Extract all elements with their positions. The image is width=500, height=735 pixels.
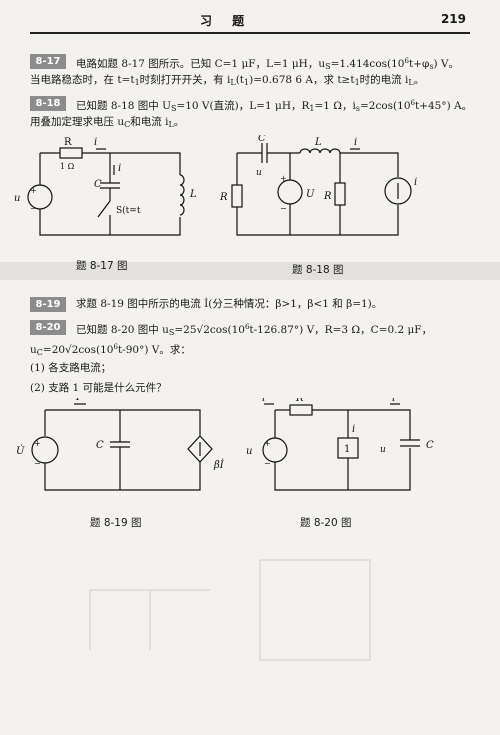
svg-text:L: L (314, 137, 322, 148)
svg-text:L: L (189, 189, 197, 200)
svg-text:u: u (256, 168, 262, 178)
figure-8-19-circuit (31, 403, 213, 491)
svg-text:R: R (219, 192, 228, 203)
svg-text:+: + (30, 186, 37, 195)
svg-text:u: u (380, 445, 386, 455)
dependent-current-source-8-19 (187, 435, 213, 463)
figure-8-17-and-8-18: R 1 Ω i i C L u + − S(t=t C u L i R U R … (14, 135, 417, 236)
svg-text:u: u (14, 193, 20, 204)
svg-text:S(t=t: S(t=t (116, 205, 141, 216)
svg-text:C: C (426, 440, 434, 451)
svg-text:C: C (258, 135, 266, 144)
problem-8-20-question-1: (1) 各支路电流； (30, 362, 112, 374)
svg-text:i: i (392, 398, 395, 404)
problem-number-8-20: 8-20 (30, 320, 66, 335)
figure-8-19-and-8-20: İ U̇ + − C βİ i R i 1 i u + − u C (16, 398, 434, 491)
svg-text:U: U (306, 189, 315, 200)
figure-8-17-circuit (27, 143, 412, 236)
scan-shadow-band (0, 262, 500, 280)
svg-text:U̇: U̇ (16, 445, 25, 457)
svg-text:i: i (352, 424, 355, 435)
figure-8-20-circuit (262, 403, 420, 491)
svg-text:C: C (94, 179, 102, 190)
svg-text:i: i (118, 163, 121, 174)
svg-text:R: R (295, 398, 304, 404)
problem-number-8-18: 8-18 (30, 96, 66, 111)
svg-text:i: i (354, 137, 357, 148)
figure-8-18-caption: 题 8-18 图 (292, 264, 344, 276)
svg-text:−: − (34, 459, 41, 468)
problem-8-17-line-2: 当电路稳态时，在 t=t1时刻打开开关，有 iL(t1)=0.678 6 A，求… (30, 74, 425, 87)
svg-text:−: − (264, 459, 271, 468)
resistor-R1-8-18 (334, 182, 346, 206)
problem-8-18-line-2: 用叠加定理求电压 uC和电流 iL。 (30, 116, 185, 129)
current-source-is-8-18 (384, 177, 412, 205)
figure-8-17-caption: 题 8-17 图 (76, 260, 128, 272)
problem-8-20-line-2: uC=20√2cos(106t-90°) V。求： (30, 343, 191, 357)
resistor-R-8-17 (59, 147, 83, 159)
problem-8-17-line-1: 电路如题 8-17 图所示。已知 C=1 μF，L=1 μH，uS=1.414c… (76, 57, 459, 71)
svg-text:1 Ω: 1 Ω (60, 162, 75, 171)
resistor-R-8-20 (289, 404, 313, 416)
header-rule (30, 10, 470, 34)
page-number: 219 (440, 12, 466, 26)
problem-8-18-line-1: 已知题 8-18 图中 US=10 V(直流)，L=1 μH，R1=1 Ω，is… (76, 99, 473, 113)
svg-text:βİ: βİ (213, 459, 225, 471)
bleed-through-area (30, 540, 470, 720)
figure-8-18-circuit (231, 143, 412, 236)
svg-text:+: + (280, 174, 287, 183)
svg-text:i: i (94, 137, 97, 148)
figure-8-20-caption: 题 8-20 图 (300, 517, 352, 529)
voltage-source-Us-8-18 (277, 179, 303, 205)
svg-text:+: + (34, 439, 41, 448)
figure-8-19-caption: 题 8-19 图 (90, 517, 142, 529)
svg-text:1: 1 (344, 444, 350, 455)
problem-8-20-line-1: 已知题 8-20 图中 uS=25√2cos(106t-126.87°) V，R… (76, 323, 433, 337)
problem-number-8-19: 8-19 (30, 297, 66, 312)
inductor-L-8-18 (299, 148, 341, 154)
header-title: 习 题 (200, 14, 253, 28)
problem-8-19-text: 求题 8-19 图中所示的电流 İ(分三种情况：β>1，β<1 和 β=1)。 (76, 298, 383, 310)
resistor-R2-8-18 (231, 184, 243, 208)
svg-text:C: C (96, 440, 104, 451)
bleed-through-sketch (89, 559, 371, 661)
svg-text:İ: İ (75, 398, 81, 403)
problem-8-20-question-2: (2) 支路 1 可能是什么元件？ (30, 382, 167, 394)
svg-text:u: u (246, 446, 252, 457)
svg-text:R: R (323, 191, 332, 202)
problem-number-8-17: 8-17 (30, 54, 66, 69)
svg-text:−: − (30, 204, 37, 213)
svg-text:−: − (280, 204, 287, 213)
svg-text:R: R (64, 137, 72, 148)
switch-S-8-17 (97, 200, 111, 218)
svg-text:i: i (414, 177, 417, 188)
svg-text:i: i (262, 398, 265, 404)
svg-text:+: + (264, 439, 271, 448)
